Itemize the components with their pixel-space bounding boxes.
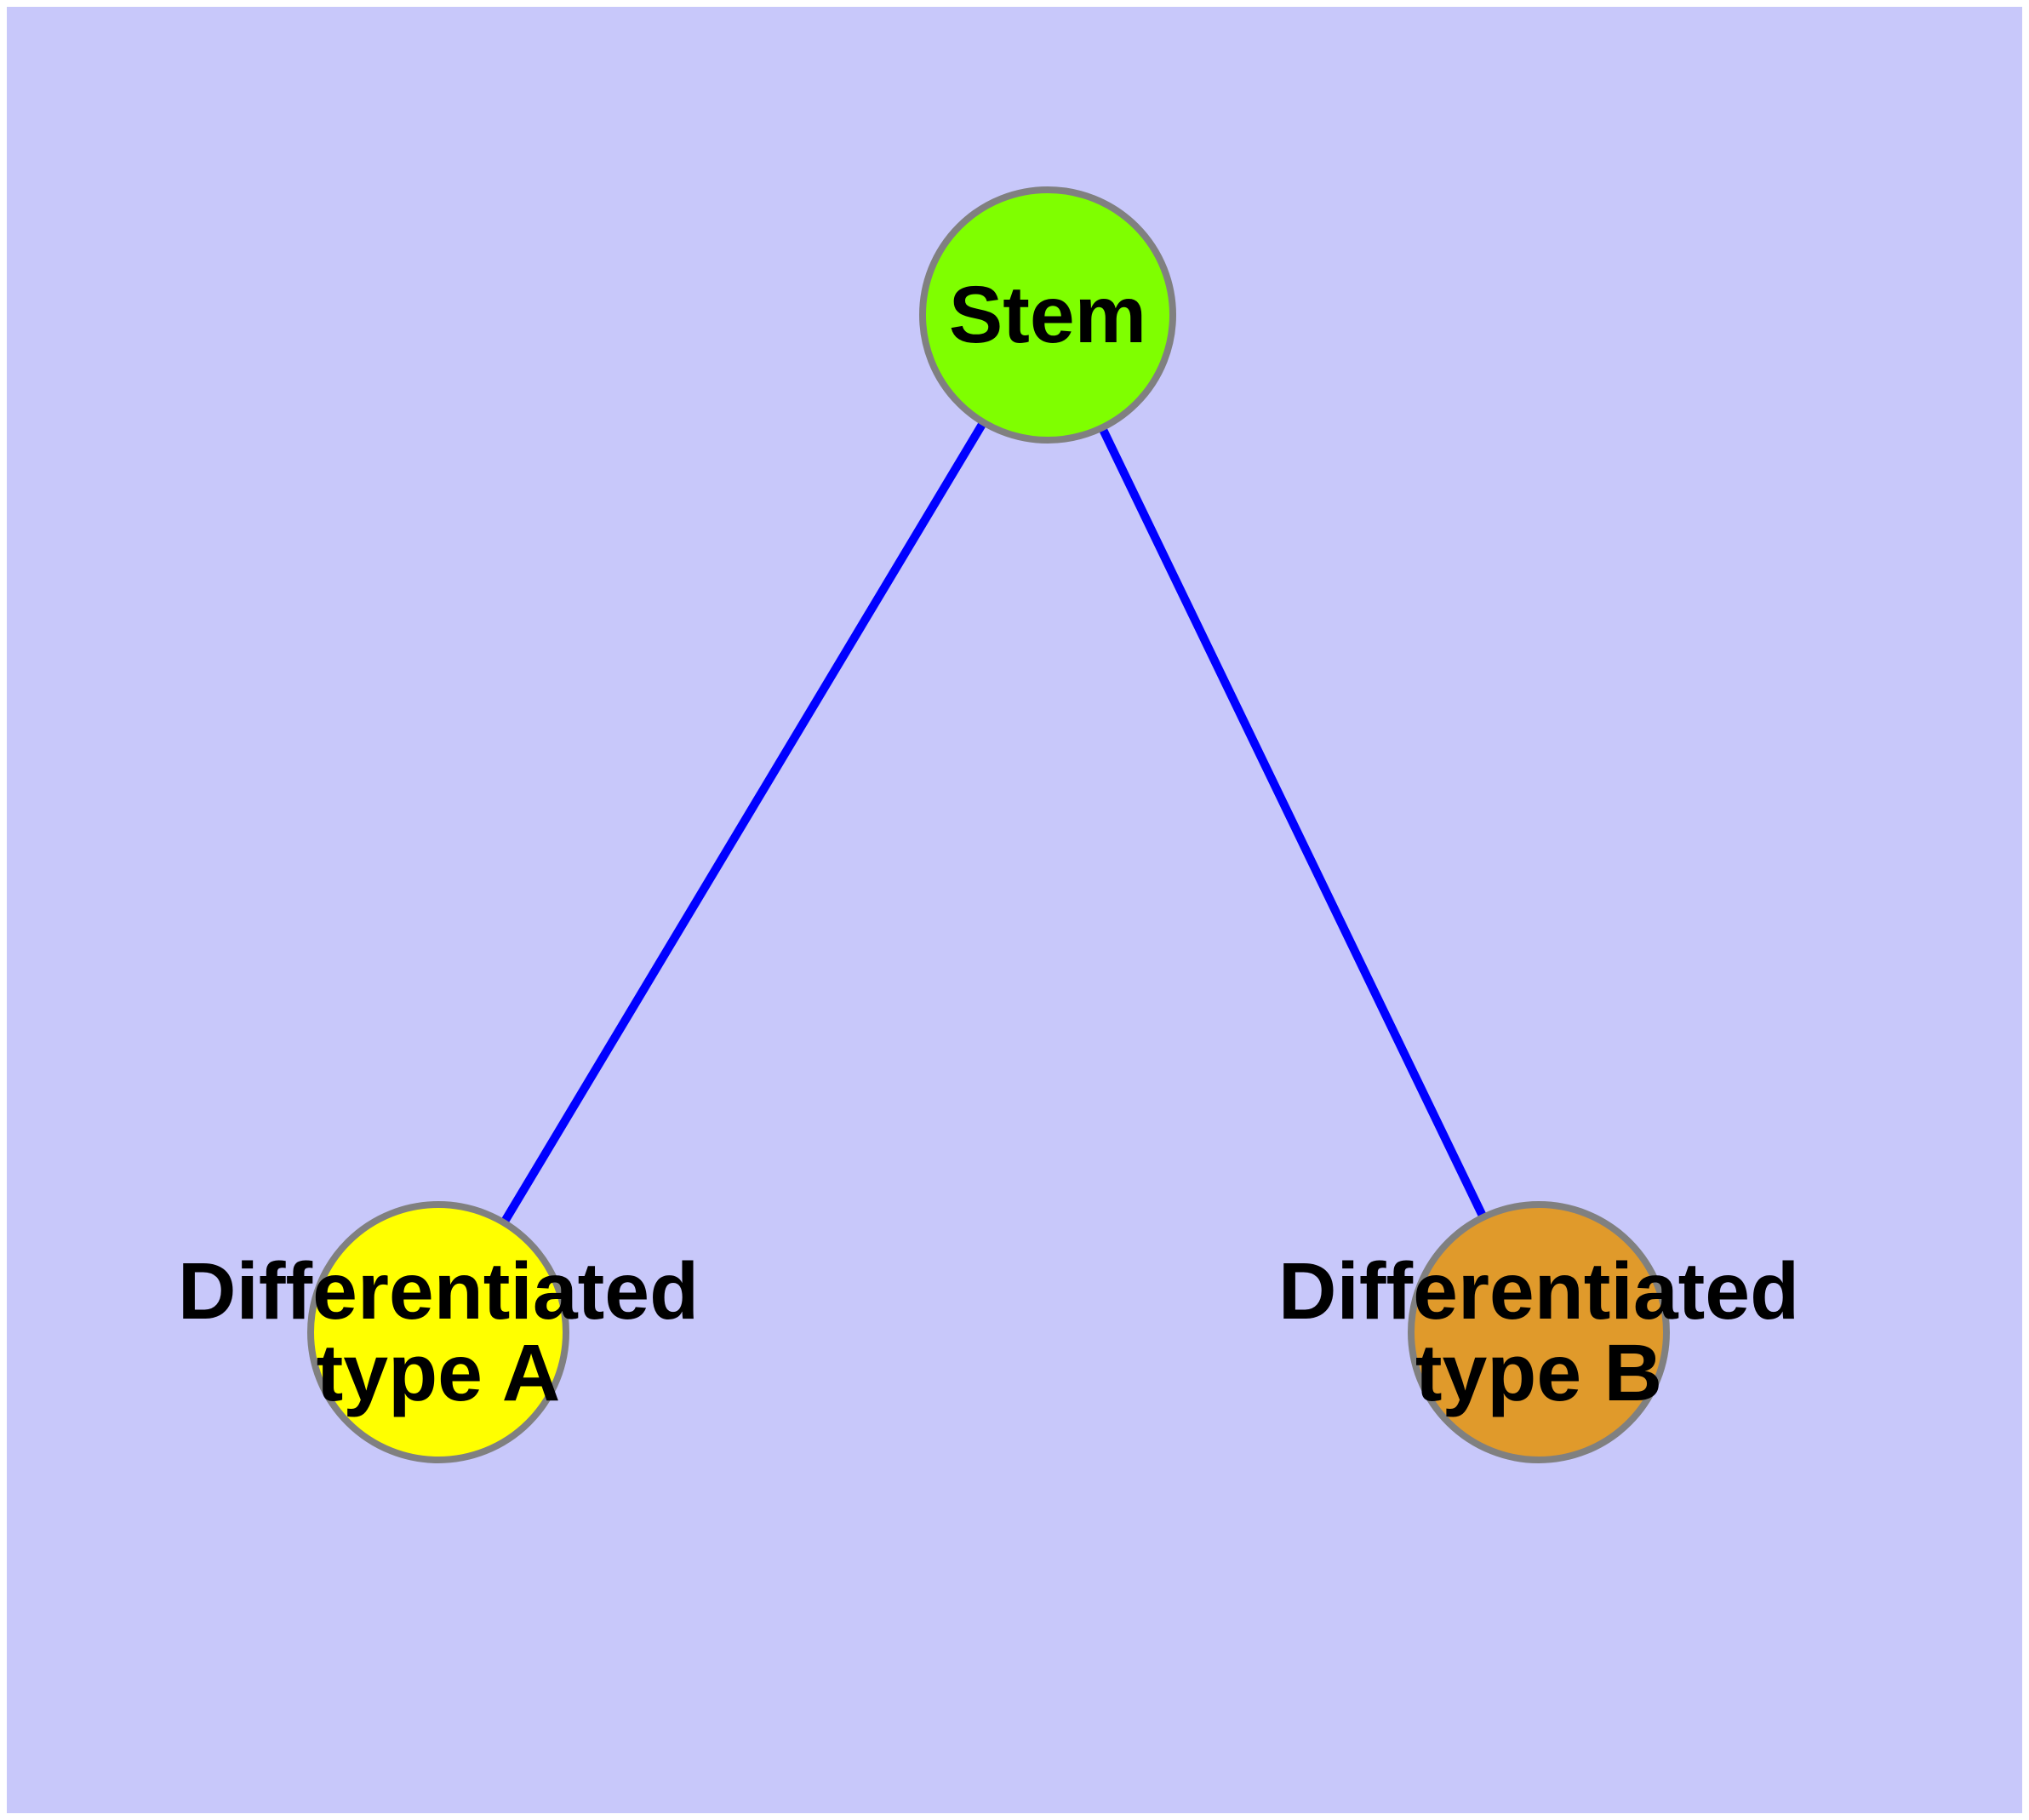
graph-node-stem[interactable]	[919, 186, 1176, 444]
graph-node-diff_b[interactable]	[1408, 1201, 1670, 1463]
graph-edge-stem-diff_a[interactable]	[500, 420, 987, 1225]
edge-layer	[500, 420, 1488, 1225]
graph-node-diff_a[interactable]	[307, 1201, 569, 1463]
node-layer	[307, 186, 1670, 1463]
graph-edge-stem-diff_b[interactable]	[1098, 426, 1488, 1220]
